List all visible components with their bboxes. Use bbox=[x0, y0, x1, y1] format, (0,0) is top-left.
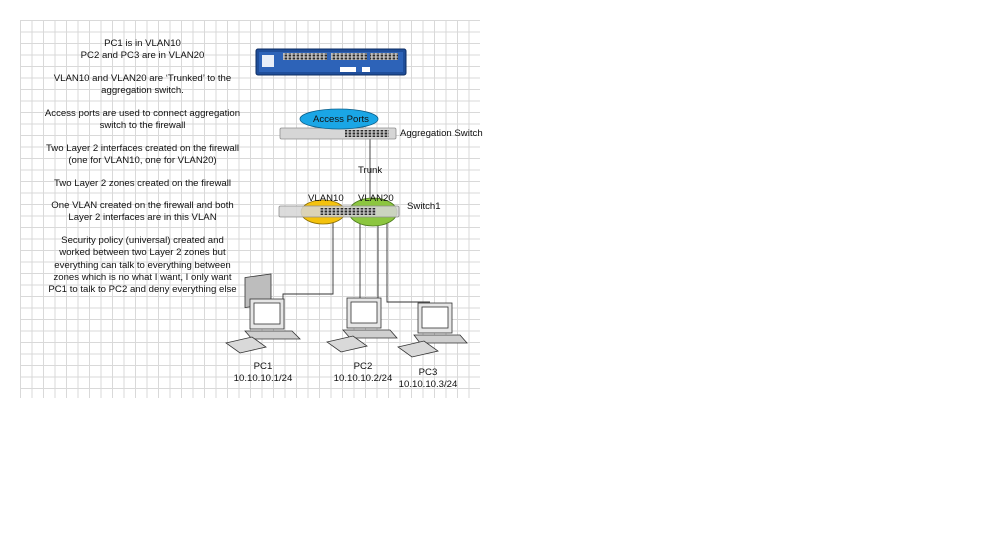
pc2-ip: 10.10.10.2/24 bbox=[333, 372, 393, 384]
pc1-name: PC1 bbox=[253, 361, 273, 372]
pc3-name: PC3 bbox=[418, 367, 438, 378]
trunk-label: Trunk bbox=[358, 165, 383, 176]
switch1-label: Switch1 bbox=[407, 201, 441, 212]
aggregation-switch-icon bbox=[279, 127, 397, 140]
access-ports-ellipse bbox=[299, 108, 379, 130]
pc2-icon bbox=[326, 297, 398, 353]
pc1-label: PC1 10.10.10.1/24 bbox=[218, 361, 308, 384]
firewall-icon bbox=[255, 48, 407, 76]
note-vlan-membership: PC1 is in VLAN10 PC2 and PC3 are in VLAN… bbox=[20, 38, 265, 63]
note-line: Access ports are used to connect aggrega… bbox=[44, 107, 241, 119]
note-security-policy: Security policy (universal) created and … bbox=[20, 235, 265, 296]
note-vlan-firewall: One VLAN created on the firewall and bot… bbox=[20, 200, 265, 225]
note-line: Security policy (universal) created and bbox=[61, 235, 224, 247]
note-line: everything can talk to everything betwee… bbox=[54, 259, 231, 271]
pc1-ip: 10.10.10.1/24 bbox=[233, 372, 293, 384]
note-line: Layer 2 interfaces are in this VLAN bbox=[68, 212, 217, 224]
vlan20-label: VLAN20 bbox=[358, 193, 394, 204]
grid-background bbox=[20, 20, 480, 398]
note-line: Two Layer 2 zones created on the firewal… bbox=[53, 177, 232, 189]
notes-panel: PC1 is in VLAN10 PC2 and PC3 are in VLAN… bbox=[20, 38, 265, 307]
note-line: (one for VLAN10, one for VLAN20) bbox=[68, 154, 217, 166]
pc1-link bbox=[282, 208, 334, 300]
pc2-label: PC2 10.10.10.2/24 bbox=[318, 361, 408, 384]
pc1-icon bbox=[225, 273, 301, 354]
links bbox=[282, 138, 430, 303]
note-line: One VLAN created on the firewall and bot… bbox=[51, 200, 234, 212]
note-l2-interfaces: Two Layer 2 interfaces created on the fi… bbox=[20, 143, 265, 168]
note-l2-zones: Two Layer 2 zones created on the firewal… bbox=[20, 178, 265, 190]
note-trunk: VLAN10 and VLAN20 are ‘Trunked’ to the a… bbox=[20, 73, 265, 98]
switch1-group bbox=[278, 197, 400, 227]
pc3-label: PC3 10.10.10.3/24 bbox=[383, 367, 473, 390]
note-line: PC1 is in VLAN10 bbox=[104, 38, 181, 49]
note-line: PC2 and PC3 are in VLAN20 bbox=[80, 50, 205, 62]
note-line: PC1 to talk to PC2 and deny everything e… bbox=[48, 284, 237, 296]
note-line: switch to the firewall bbox=[99, 120, 186, 132]
note-line: VLAN10 and VLAN20 are ‘Trunked’ to the bbox=[53, 72, 232, 84]
note-line: zones which is no what I want, I only wa… bbox=[53, 271, 232, 283]
access-ports-label: Access Ports bbox=[313, 114, 369, 125]
aggregation-switch-label: Aggregation Switch bbox=[400, 128, 483, 139]
vlan10-label: VLAN10 bbox=[308, 193, 344, 204]
pc3-ip: 10.10.10.3/24 bbox=[398, 378, 458, 390]
note-line: aggregation switch. bbox=[101, 85, 184, 97]
note-line: worked between two Layer 2 zones but bbox=[59, 247, 226, 259]
pc2-name: PC2 bbox=[353, 361, 373, 372]
note-line: Two Layer 2 interfaces created on the fi… bbox=[45, 142, 240, 154]
note-access-ports: Access ports are used to connect aggrega… bbox=[20, 108, 265, 133]
pc3-icon bbox=[397, 302, 468, 358]
pc3-link bbox=[386, 210, 430, 303]
